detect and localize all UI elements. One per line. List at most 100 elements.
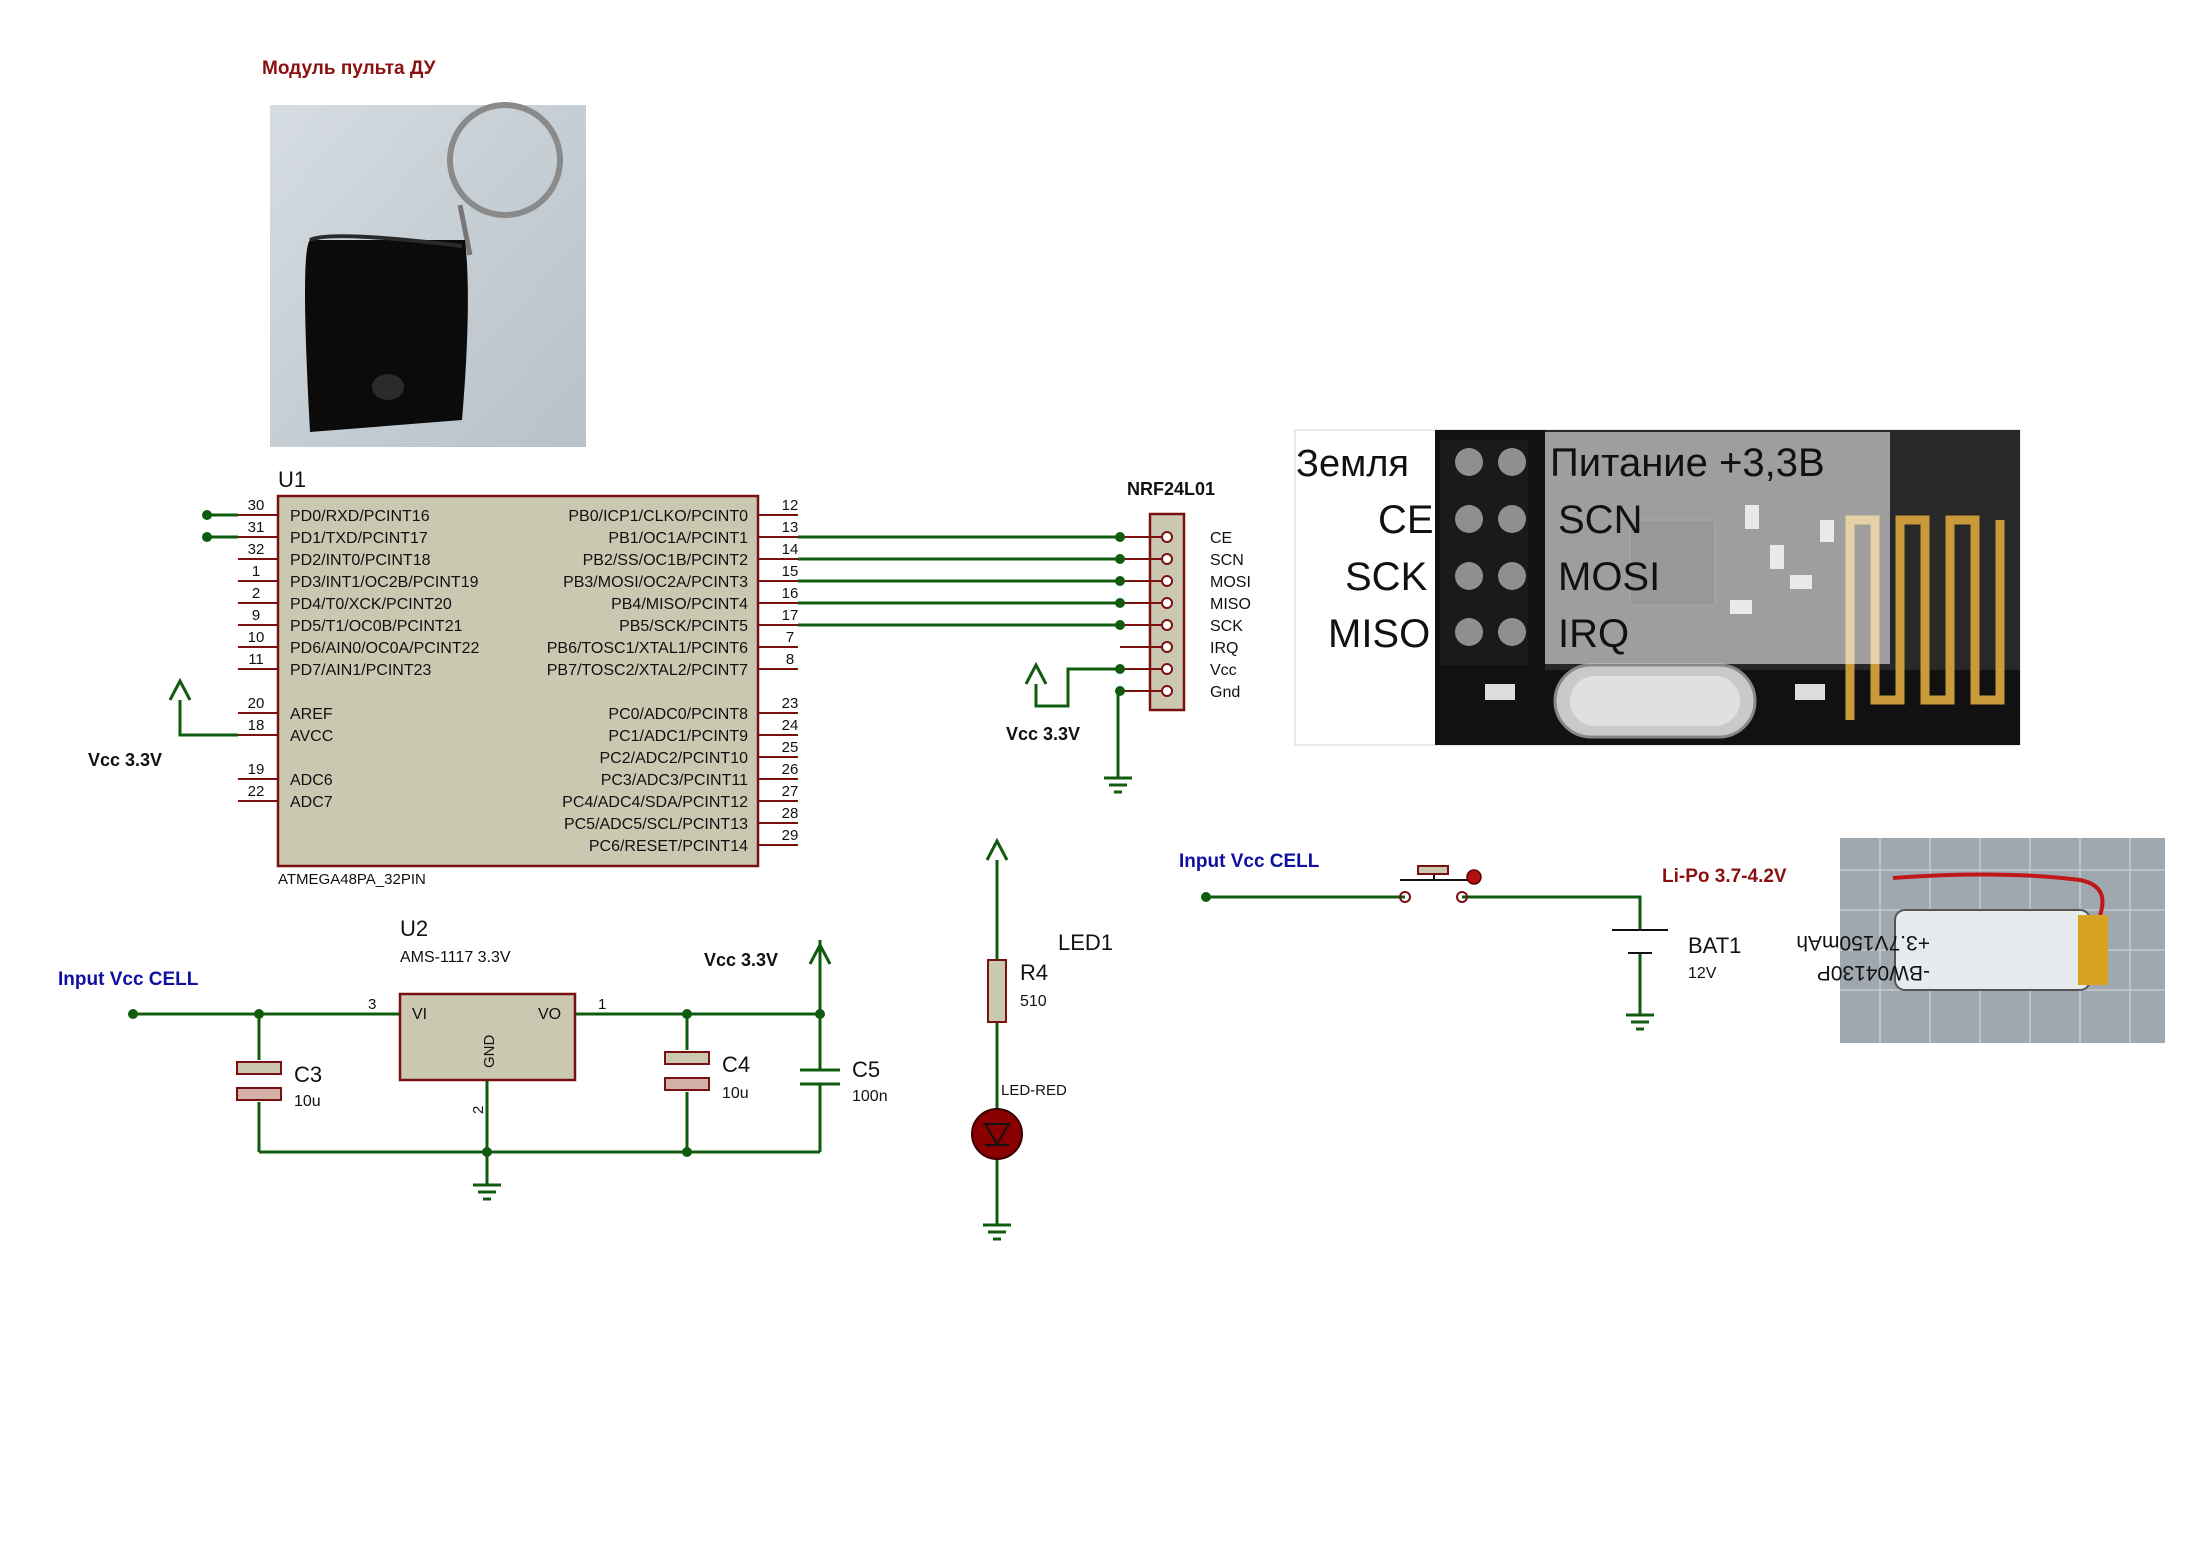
led1-part: LED-RED [1001, 1082, 1067, 1099]
led-circuit [983, 837, 1011, 1241]
pin-name: AVCC [290, 728, 333, 745]
pin-number: 30 [248, 497, 265, 514]
nrf-vcc-label: Vcc 3.3V [1006, 724, 1080, 744]
pin-name: PC5/ADC5/SCL/PCINT13 [564, 816, 748, 833]
pin-name: PD1/TXD/PCINT17 [290, 530, 428, 547]
terminal-dot [128, 1009, 138, 1019]
photo-label-miso: MISO [1328, 612, 1430, 656]
pin-name: PD6/AIN0/OC0A/PCINT22 [290, 640, 480, 657]
pin-number: 26 [782, 761, 799, 778]
u2-part: AMS-1117 3.3V [400, 949, 511, 966]
nrf-ground-symbol [1104, 689, 1132, 794]
keyring-icon [447, 102, 563, 218]
u2-vi: VI [412, 1006, 427, 1023]
pin-number: 25 [782, 739, 799, 756]
photo-label-power: Питание +3,3В [1550, 441, 1825, 485]
pin-name: PB4/MISO/PCINT4 [611, 596, 748, 613]
nrf-pin: SCN [1115, 552, 1244, 569]
u1-part-label: ATMEGA48PA_32PIN [278, 871, 426, 888]
pin-number: 1 [252, 563, 260, 580]
junction-dot [1115, 532, 1125, 542]
push-button-switch[interactable] [1399, 865, 1482, 903]
nrf-pin: MISO [1115, 596, 1251, 613]
led-red-icon: LED-RED [971, 1082, 1067, 1160]
capacitor-c5: C5 100n [800, 1057, 888, 1105]
pin-name: AREF [290, 706, 333, 723]
c3-val: 10u [294, 1093, 321, 1110]
pin-name: ADC7 [290, 794, 333, 811]
pin-number: 7 [786, 629, 794, 646]
photo-label-zemlya: Земля [1296, 443, 1409, 485]
u2-pin1: 1 [598, 996, 606, 1013]
pin-name: PC3/ADC3/PCINT11 [601, 772, 748, 789]
pin-name: PB0/ICP1/CLKO/PCINT0 [568, 508, 748, 525]
pin-number: 28 [782, 805, 799, 822]
c5-val: 100n [852, 1088, 888, 1105]
nrf-title: NRF24L01 [1127, 479, 1215, 499]
pin-name: PB6/TOSC1/XTAL1/PCINT6 [547, 640, 748, 657]
nrf-pin-label: MISO [1210, 596, 1251, 613]
vcc-reg-label: Vcc 3.3V [704, 950, 778, 970]
pin-number: 8 [786, 651, 794, 668]
capacitor-c3: C3 10u [236, 1061, 322, 1110]
pin-number: 13 [782, 519, 799, 536]
battery-photo-line2: +3.7V150mAh [1796, 931, 1930, 954]
r4-val: 510 [1020, 993, 1047, 1010]
avcc-power-symbol [168, 677, 238, 737]
page-title: Модуль пульта ДУ [262, 58, 436, 79]
photo-label-sck: SCK [1345, 555, 1428, 599]
nrf-pin: IRQ [1120, 640, 1238, 657]
led1-ref: LED1 [1058, 930, 1113, 955]
pin-number: 10 [248, 629, 265, 646]
photo-label-scn: SCN [1558, 498, 1642, 542]
spi-wires [798, 535, 1120, 627]
pin-name: PD0/RXD/PCINT16 [290, 508, 430, 525]
c4-val: 10u [722, 1085, 749, 1102]
nrf-pin-label: SCK [1210, 618, 1243, 635]
nrf-pin-label: MOSI [1210, 574, 1251, 591]
pin-name: PC2/ADC2/PCINT10 [600, 750, 749, 767]
junction-dot [1115, 576, 1125, 586]
lipo-label: Li-Po 3.7-4.2V [1662, 866, 1787, 887]
pin-number: 14 [782, 541, 799, 558]
regulator-wiring [128, 940, 832, 1201]
pin-number: 22 [248, 783, 265, 800]
u1-left-pins: 30PD0/RXD/PCINT1631PD1/TXD/PCINT1732PD2/… [238, 497, 480, 811]
vcc-left-label: Vcc 3.3V [88, 750, 162, 770]
pin-number: 15 [782, 563, 799, 580]
battery-circuit [1201, 892, 1654, 1031]
bat-ref: BAT1 [1688, 933, 1741, 958]
pin-name: PB5/SCK/PCINT5 [619, 618, 748, 635]
u2-pin2: 2 [470, 1106, 487, 1114]
pin-number: 12 [782, 497, 799, 514]
bat-val: 12V [1688, 965, 1717, 982]
junction-dot [1115, 554, 1125, 564]
pin-name: PC0/ADC0/PCINT8 [608, 706, 748, 723]
pin-name: PD3/INT1/OC2B/PCINT19 [290, 574, 479, 591]
pin-number: 32 [248, 541, 265, 558]
pin-number: 11 [248, 651, 264, 668]
input-right-label: Input Vcc CELL [1179, 851, 1320, 872]
nrf-pin-label: Vcc [1210, 662, 1237, 679]
battery-photo-line1: -BW04130P [1817, 961, 1930, 984]
pin-name: PB3/MOSI/OC2A/PCINT3 [563, 574, 748, 591]
nrf-pin-label: IRQ [1210, 640, 1238, 657]
nrf-module-photo: Земля CE SCK MISO Питание +3,3В SCN MOSI… [1294, 429, 2021, 746]
pin-name: PD4/T0/XCK/PCINT20 [290, 596, 452, 613]
pin-name: PB1/OC1A/PCINT1 [608, 530, 748, 547]
